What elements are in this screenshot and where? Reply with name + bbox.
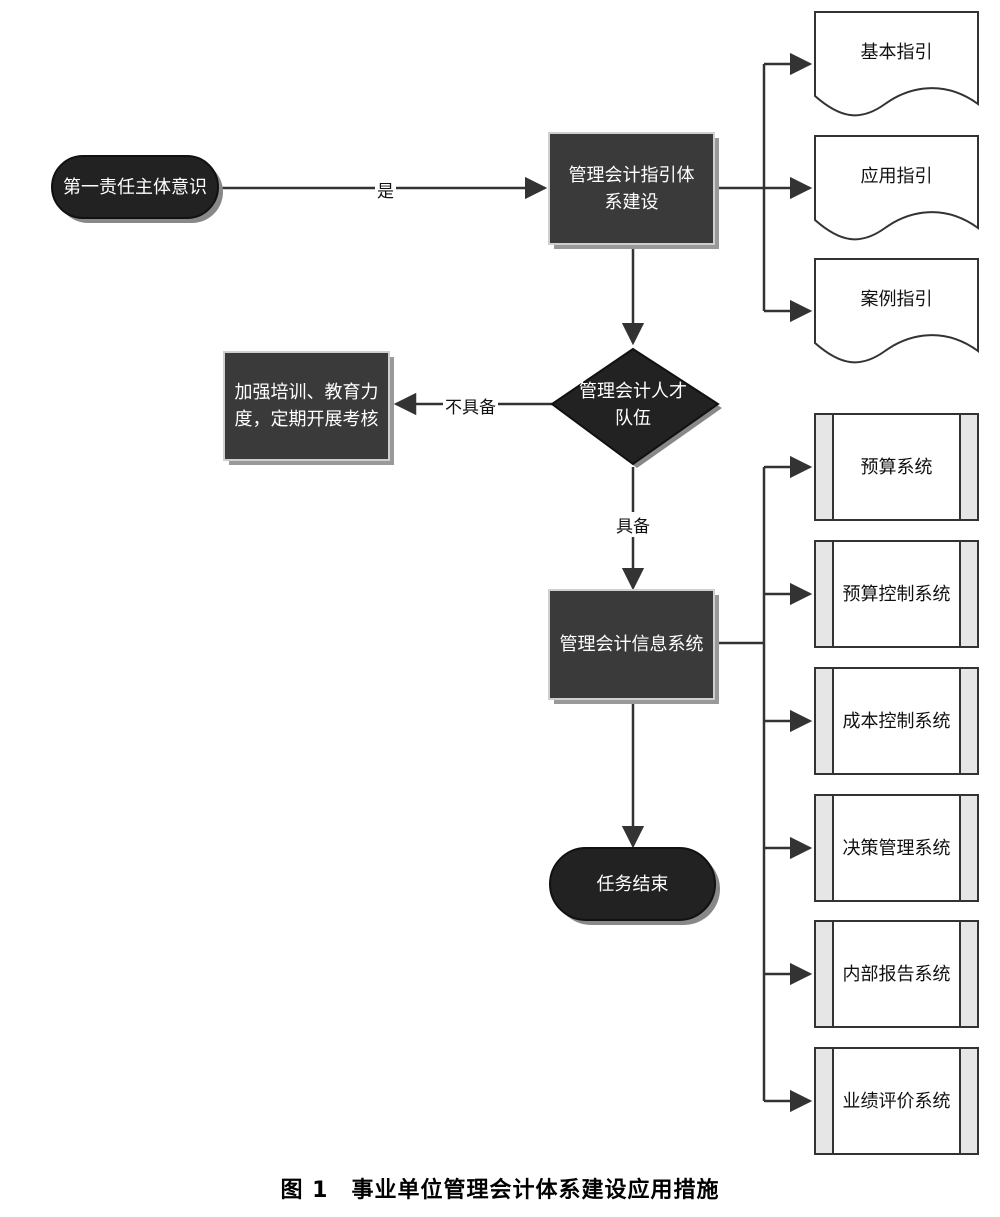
guide-doc-label-3: 案例指引 [860,288,933,310]
guide-doc-1 [814,11,979,117]
system-box-2 [814,540,979,648]
info-system-process-shape [548,589,719,704]
training-process-shape [223,351,394,465]
system-box-4 [814,794,979,902]
system-box-1 [814,413,979,521]
talent-node-label: 管理会计人才队伍 [579,381,687,429]
guide-doc-label-2: 应用指引 [860,165,933,187]
system-box-5 [814,920,979,1028]
connectors [220,52,813,1113]
guide-doc-label-1: 基本指引 [860,41,933,63]
guide-system-process-shape [548,132,719,249]
training-node-label: 加强培训、教育力度，定期开展考核 [234,382,379,430]
system-label-4: 决策管理系统 [842,837,951,859]
guide-system-node-label: 管理会计指引体系建设 [568,164,695,213]
system-label-6: 业绩评价系统 [842,1090,951,1112]
edge-label-yes: 是 [375,177,396,202]
system-label-5: 内部报告系统 [842,963,951,985]
system-label-2: 预算控制系统 [842,583,951,605]
start-terminator-shape [51,155,223,223]
start-node-label: 第一责任主体意识 [63,176,207,198]
system-box-shapes [814,413,979,1155]
talent-decision-shape [550,347,722,468]
info-system-node-label: 管理会计信息系统 [559,634,704,655]
guide-doc-3 [814,258,979,364]
edge-label-have: 具备 [614,512,652,537]
end-node-label: 任务结束 [596,873,669,895]
system-label-3: 成本控制系统 [842,710,951,732]
system-box-3 [814,667,979,775]
figure-caption: 图 1 事业单位管理会计体系建设应用措施 [280,1178,720,1203]
guide-doc-2 [814,135,979,241]
edge-label-not-have: 不具备 [443,393,498,418]
system-label-1: 预算系统 [860,456,933,478]
guide-document-shapes [814,11,979,364]
end-terminator-shape [549,847,720,925]
system-box-6 [814,1047,979,1155]
